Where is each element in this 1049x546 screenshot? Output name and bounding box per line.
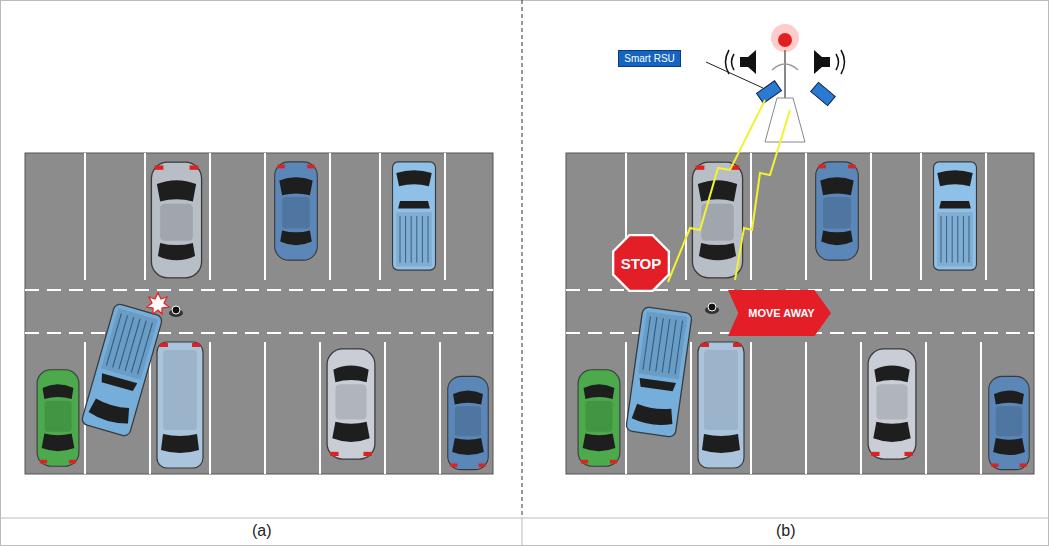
- node-text: Smart RSU: [624, 53, 675, 64]
- rsu-label-box: Smart RSU: [618, 50, 681, 67]
- node-text: STOP: [621, 255, 662, 272]
- panel-label: (a): [252, 522, 272, 540]
- stop-sign: STOP: [612, 234, 670, 292]
- panel-label: (b): [776, 522, 796, 540]
- node-text: MOVE AWAY: [748, 307, 814, 319]
- move-away-arrow: MOVE AWAY: [728, 290, 831, 336]
